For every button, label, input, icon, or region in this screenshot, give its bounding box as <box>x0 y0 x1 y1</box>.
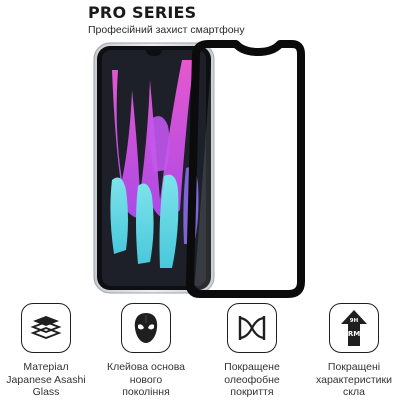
adhesive-mask-icon <box>121 303 171 353</box>
hardness-top-text: 9H <box>350 318 359 324</box>
feature-label: Матеріал Japanese Asashi Glass <box>6 361 86 398</box>
product-illustration <box>93 40 305 298</box>
layers-icon <box>21 303 71 353</box>
feature-adhesive: Клейова основа нового покоління <box>98 303 194 399</box>
feature-label: Покращене олеофобне покриття <box>224 361 280 398</box>
page-title: PRO SERIES <box>88 3 197 22</box>
feature-label: Покращені характеристики скла <box>316 361 392 398</box>
features-row: Матеріал Japanese Asashi Glass Клейова о… <box>0 303 400 400</box>
page-subtitle: Професійний захист смартфону <box>88 24 245 36</box>
feature-material: Матеріал Japanese Asashi Glass <box>0 303 94 399</box>
screen-protector <box>185 40 305 298</box>
phone <box>93 42 215 294</box>
feature-hardness: 9H RM Покращені характеристики скла <box>306 303 400 399</box>
feature-coating: Покращене олеофобне покриття <box>204 303 300 399</box>
header: PRO SERIES Професійний захист смартфону <box>88 3 245 37</box>
hardness-rm-text: RM <box>348 330 360 338</box>
hardness-arrow-icon: 9H RM <box>329 303 379 353</box>
oleophobic-coating-icon <box>227 303 277 353</box>
feature-label: Клейова основа нового покоління <box>106 361 186 398</box>
